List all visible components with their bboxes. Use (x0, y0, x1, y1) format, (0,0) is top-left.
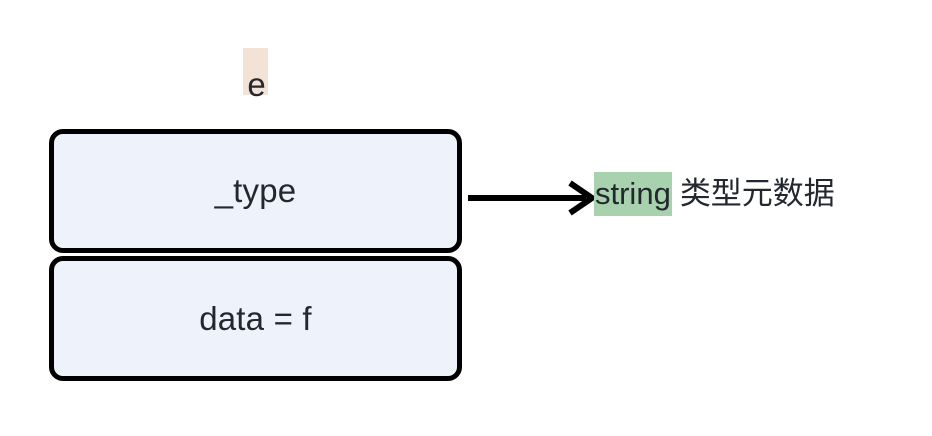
struct-field-data-label: data = f (199, 299, 312, 337)
struct-field-type: _type (49, 129, 462, 253)
annotation-description: 类型元数据 (679, 176, 835, 212)
struct-field-type-label: _type (214, 172, 297, 209)
struct-block: _type data = f (49, 129, 462, 381)
annotation-text: string 类型元数据 (594, 172, 835, 216)
annotation-code: string (594, 172, 672, 216)
struct-field-data: data = f (49, 256, 462, 381)
float-label-text: e (247, 66, 266, 103)
float-label-e: e (243, 48, 268, 101)
arrow-right-icon (468, 180, 598, 216)
